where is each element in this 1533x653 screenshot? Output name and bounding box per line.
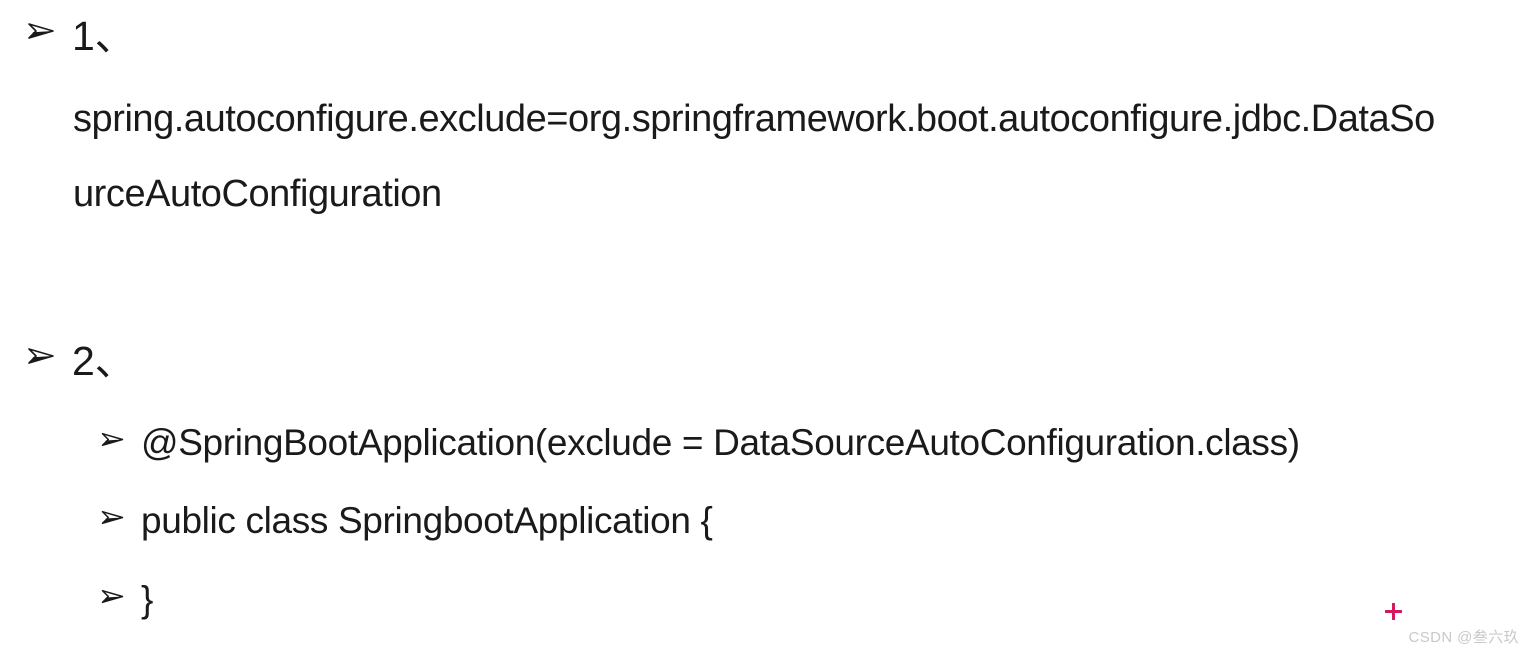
outline-item-1-continuation-a: spring.autoconfigure.exclude=org.springf… [73,100,1435,138]
outline-subitem-annotation: @SpringBootApplication(exclude = DataSou… [100,424,1300,461]
csdn-watermark: CSDN @叁六玖 [1408,629,1519,646]
outline-subitem-class-declaration: public class SpringbootApplication { [100,502,713,539]
arrowhead-bullet-icon [26,341,56,371]
outline-item-1-label: 1、 [72,13,136,59]
outline-subitem-class-declaration-label: public class SpringbootApplication { [141,500,713,541]
arrowhead-bullet-icon [100,505,125,530]
arrowhead-bullet-icon [100,427,125,452]
plus-icon [1384,602,1404,622]
outline-item-1-continuation-a-label: spring.autoconfigure.exclude=org.springf… [73,98,1435,140]
outline-item-1: 1、 [26,13,136,59]
outline-item-1-continuation-b: urceAutoConfiguration [73,175,442,213]
outline-subitem-closing-brace: } [100,581,153,618]
outline-subitem-closing-brace-label: } [141,579,154,620]
outline-subitem-annotation-label: @SpringBootApplication(exclude = DataSou… [141,422,1300,463]
arrowhead-bullet-icon [26,16,56,46]
outline-item-1-continuation-b-label: urceAutoConfiguration [73,173,442,215]
outline-item-2: 2、 [26,338,136,384]
arrowhead-bullet-icon [100,584,125,609]
outline-item-2-label: 2、 [72,338,136,384]
